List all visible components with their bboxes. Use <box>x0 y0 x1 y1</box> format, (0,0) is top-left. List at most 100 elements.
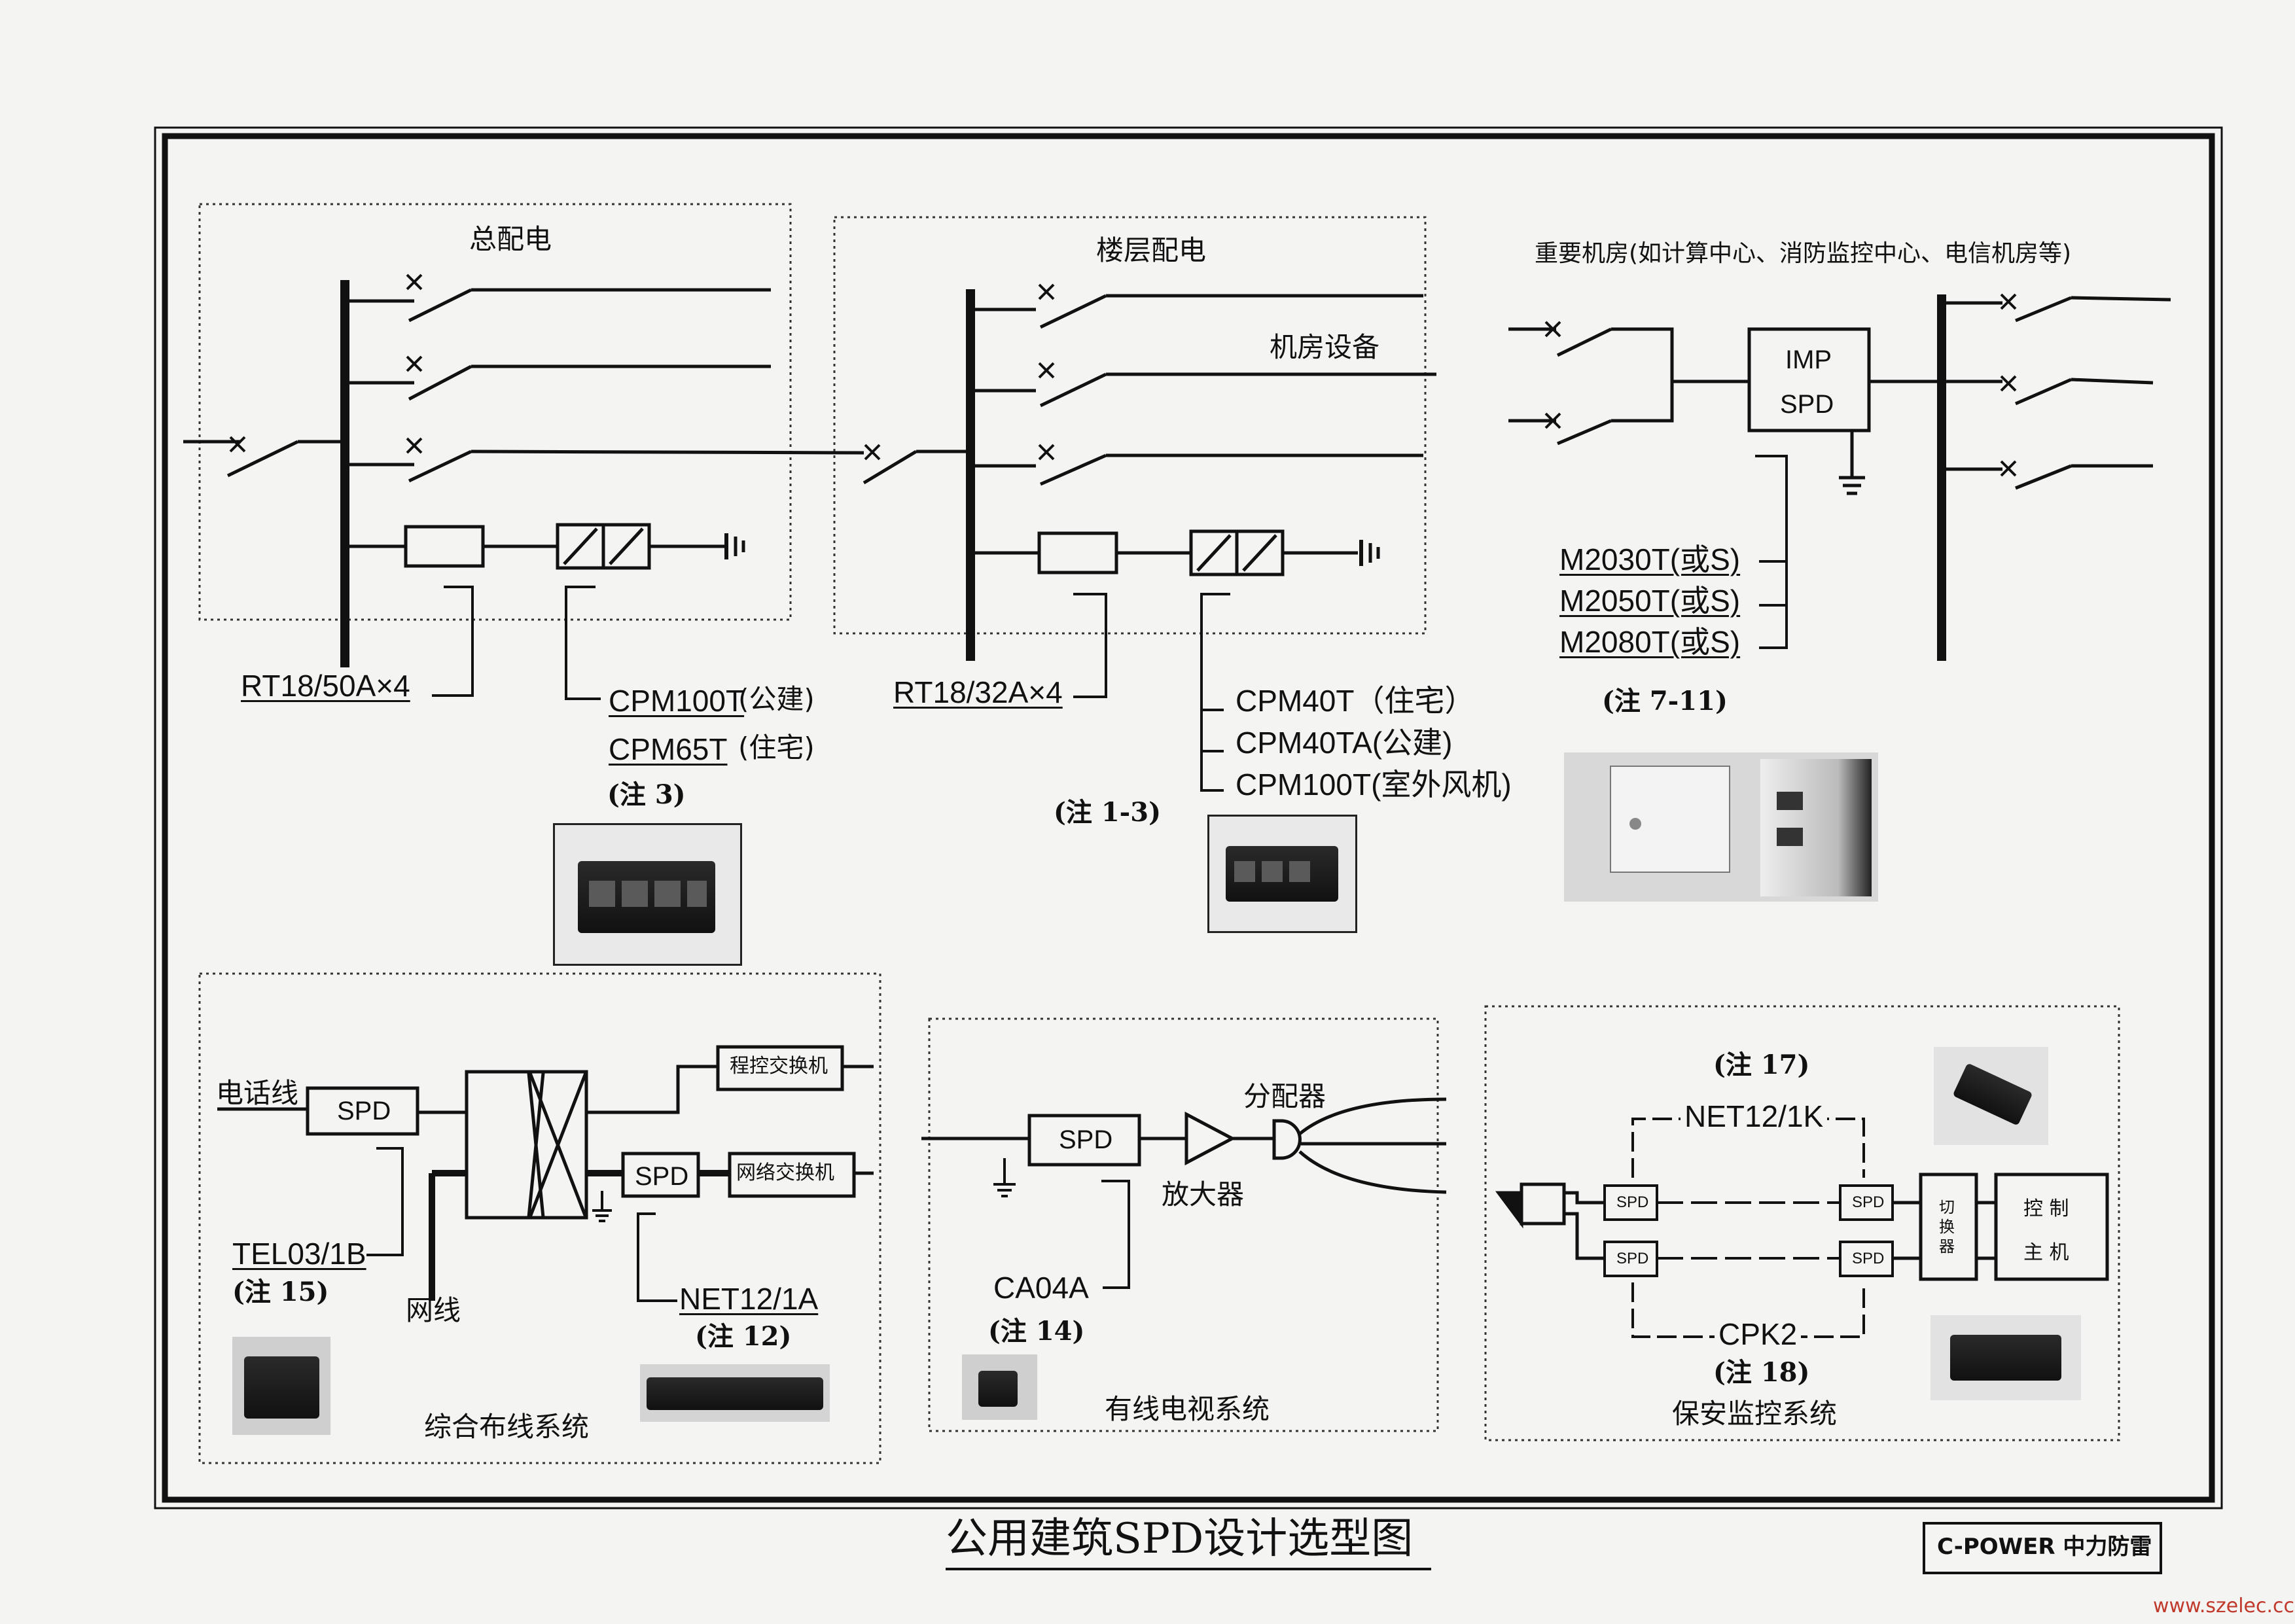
breaker-mark <box>2000 460 2017 477</box>
catv-spd-photo <box>962 1354 1037 1420</box>
imp-unit-photo <box>1564 752 1878 902</box>
spd-box-sec <box>1603 1241 1658 1277</box>
cpk-model-label: CPK2 <box>1715 1319 1802 1349</box>
breaker-mark <box>406 437 423 454</box>
net-spd-photo <box>640 1364 830 1422</box>
note-label: (注 18) <box>1713 1357 1810 1388</box>
network-line-label: 网线 <box>406 1294 461 1326</box>
leader-line <box>1073 593 1107 698</box>
tel-spd-photo <box>232 1337 330 1435</box>
amplifier-label: 放大器 <box>1162 1178 1245 1210</box>
spd-box-network <box>621 1152 700 1198</box>
wire <box>1564 1191 1605 1205</box>
cpk-spd-photo <box>1930 1315 2081 1400</box>
cross-connect-frame <box>465 1070 588 1220</box>
imp-model-label: M2050T(或S) <box>1559 584 1741 618</box>
spd-box-sec <box>1839 1241 1894 1277</box>
security-title: 保安监控系统 <box>1672 1398 1838 1430</box>
branch-switch <box>408 288 472 323</box>
branch-switch <box>1039 372 1107 408</box>
camera-lens <box>1495 1191 1523 1229</box>
net-model-label: NET12/1K <box>1681 1101 1828 1131</box>
catv-title: 有线电视系统 <box>1105 1393 1270 1425</box>
note-label: (注 7-11) <box>1602 686 1728 716</box>
imp-spd-box <box>1747 327 1871 432</box>
section-box-catv <box>928 1017 1439 1432</box>
amplifier-symbol <box>1184 1111 1236 1166</box>
cross-connect-x <box>528 1072 588 1218</box>
net-spd-photo <box>1934 1047 2048 1145</box>
wire <box>1564 1212 1605 1260</box>
spd-symbol-diag <box>1242 534 1277 572</box>
splitter-output <box>1298 1097 1447 1135</box>
note-label: (注 1-3) <box>1054 797 1162 828</box>
leader-line <box>432 586 474 697</box>
spd-model-label: CPM40T（住宅） <box>1236 684 1475 718</box>
page-title: 公用建筑SPD设计选型图 <box>946 1515 1414 1563</box>
leader-line <box>637 1212 677 1302</box>
spd-module-photo <box>553 823 742 966</box>
spd-box-sec <box>1603 1184 1658 1221</box>
spd-label: SPD <box>1616 1193 1649 1211</box>
spd-symbol-diag <box>609 527 644 565</box>
camera-body <box>1520 1182 1566 1226</box>
feeder-to-floor <box>471 450 864 455</box>
branch-switch <box>408 364 472 401</box>
spd-label: SPD <box>1059 1125 1113 1154</box>
host-box <box>1994 1173 2109 1281</box>
leader-line <box>1200 593 1230 792</box>
spd-label: SPD <box>1616 1250 1649 1267</box>
spd-box-sec <box>1839 1184 1894 1221</box>
section-box-cabling <box>198 972 881 1464</box>
spd-module-photo <box>1207 815 1357 933</box>
host-label: 控 制 <box>2023 1197 2069 1220</box>
imp-model-label: M2080T(或S) <box>1559 625 1741 659</box>
branch-switch <box>1039 294 1107 329</box>
floor-distribution-title: 楼层配电 <box>1096 234 1207 266</box>
brand-label: C-POWER 中力防雷 <box>1937 1534 2152 1560</box>
tel-model-label: TEL03/1B <box>232 1237 366 1271</box>
branch-switch <box>2015 378 2072 406</box>
catv-model-label: CA04A <box>993 1271 1089 1305</box>
leader-line <box>1755 455 1788 649</box>
note-label: (注 3) <box>607 779 686 810</box>
floor-incoming-switch <box>863 450 917 485</box>
leader-line <box>565 586 601 700</box>
spd-model-label: CPM40TA(公建) <box>1236 726 1453 760</box>
outer-frame <box>162 133 2215 1503</box>
switch-box <box>728 1152 856 1198</box>
breaker-mark <box>1544 412 1561 429</box>
branch-switch <box>2015 464 2072 490</box>
main-distribution-title: 总配电 <box>469 223 552 255</box>
mr-input-join <box>1611 327 1674 423</box>
fuse-model-label: RT18/50A×4 <box>241 669 410 703</box>
note-label: (注 14) <box>988 1316 1085 1347</box>
breaker-mark <box>864 444 881 461</box>
phone-line-label: 电话线 <box>216 1077 299 1109</box>
splitter-label: 分配器 <box>1243 1080 1326 1112</box>
splitter-output <box>1298 1150 1447 1194</box>
spd-box-phone <box>306 1086 419 1136</box>
mr-input-switch <box>1557 419 1612 446</box>
spd-use-label: (住宅) <box>738 732 815 764</box>
note-label: (注 17) <box>1713 1050 1810 1080</box>
spd-model-label: CPM65T <box>609 732 728 766</box>
note-label: (注 15) <box>232 1277 329 1307</box>
spd-label: SPD <box>1852 1193 1885 1211</box>
brand-box <box>1923 1522 2162 1574</box>
breaker-mark <box>406 355 423 372</box>
spd-use-label: (公建) <box>738 683 815 715</box>
breaker-mark <box>1544 321 1561 338</box>
breaker-mark <box>1038 444 1055 461</box>
imp-label: IMP <box>1785 345 1832 374</box>
breaker-mark <box>2000 375 2017 392</box>
section-box-floor <box>833 216 1427 635</box>
cabling-title: 综合布线系统 <box>424 1411 590 1443</box>
machine-room-equipment-label: 机房设备 <box>1270 331 1380 363</box>
outer-frame-inner <box>154 126 2223 1509</box>
fuse-model-label: RT18/32A×4 <box>893 675 1063 709</box>
section-box-main <box>198 203 792 621</box>
watermark: www.szelec.cc <box>2153 1595 2295 1617</box>
spd-symbol-diag <box>563 527 598 565</box>
